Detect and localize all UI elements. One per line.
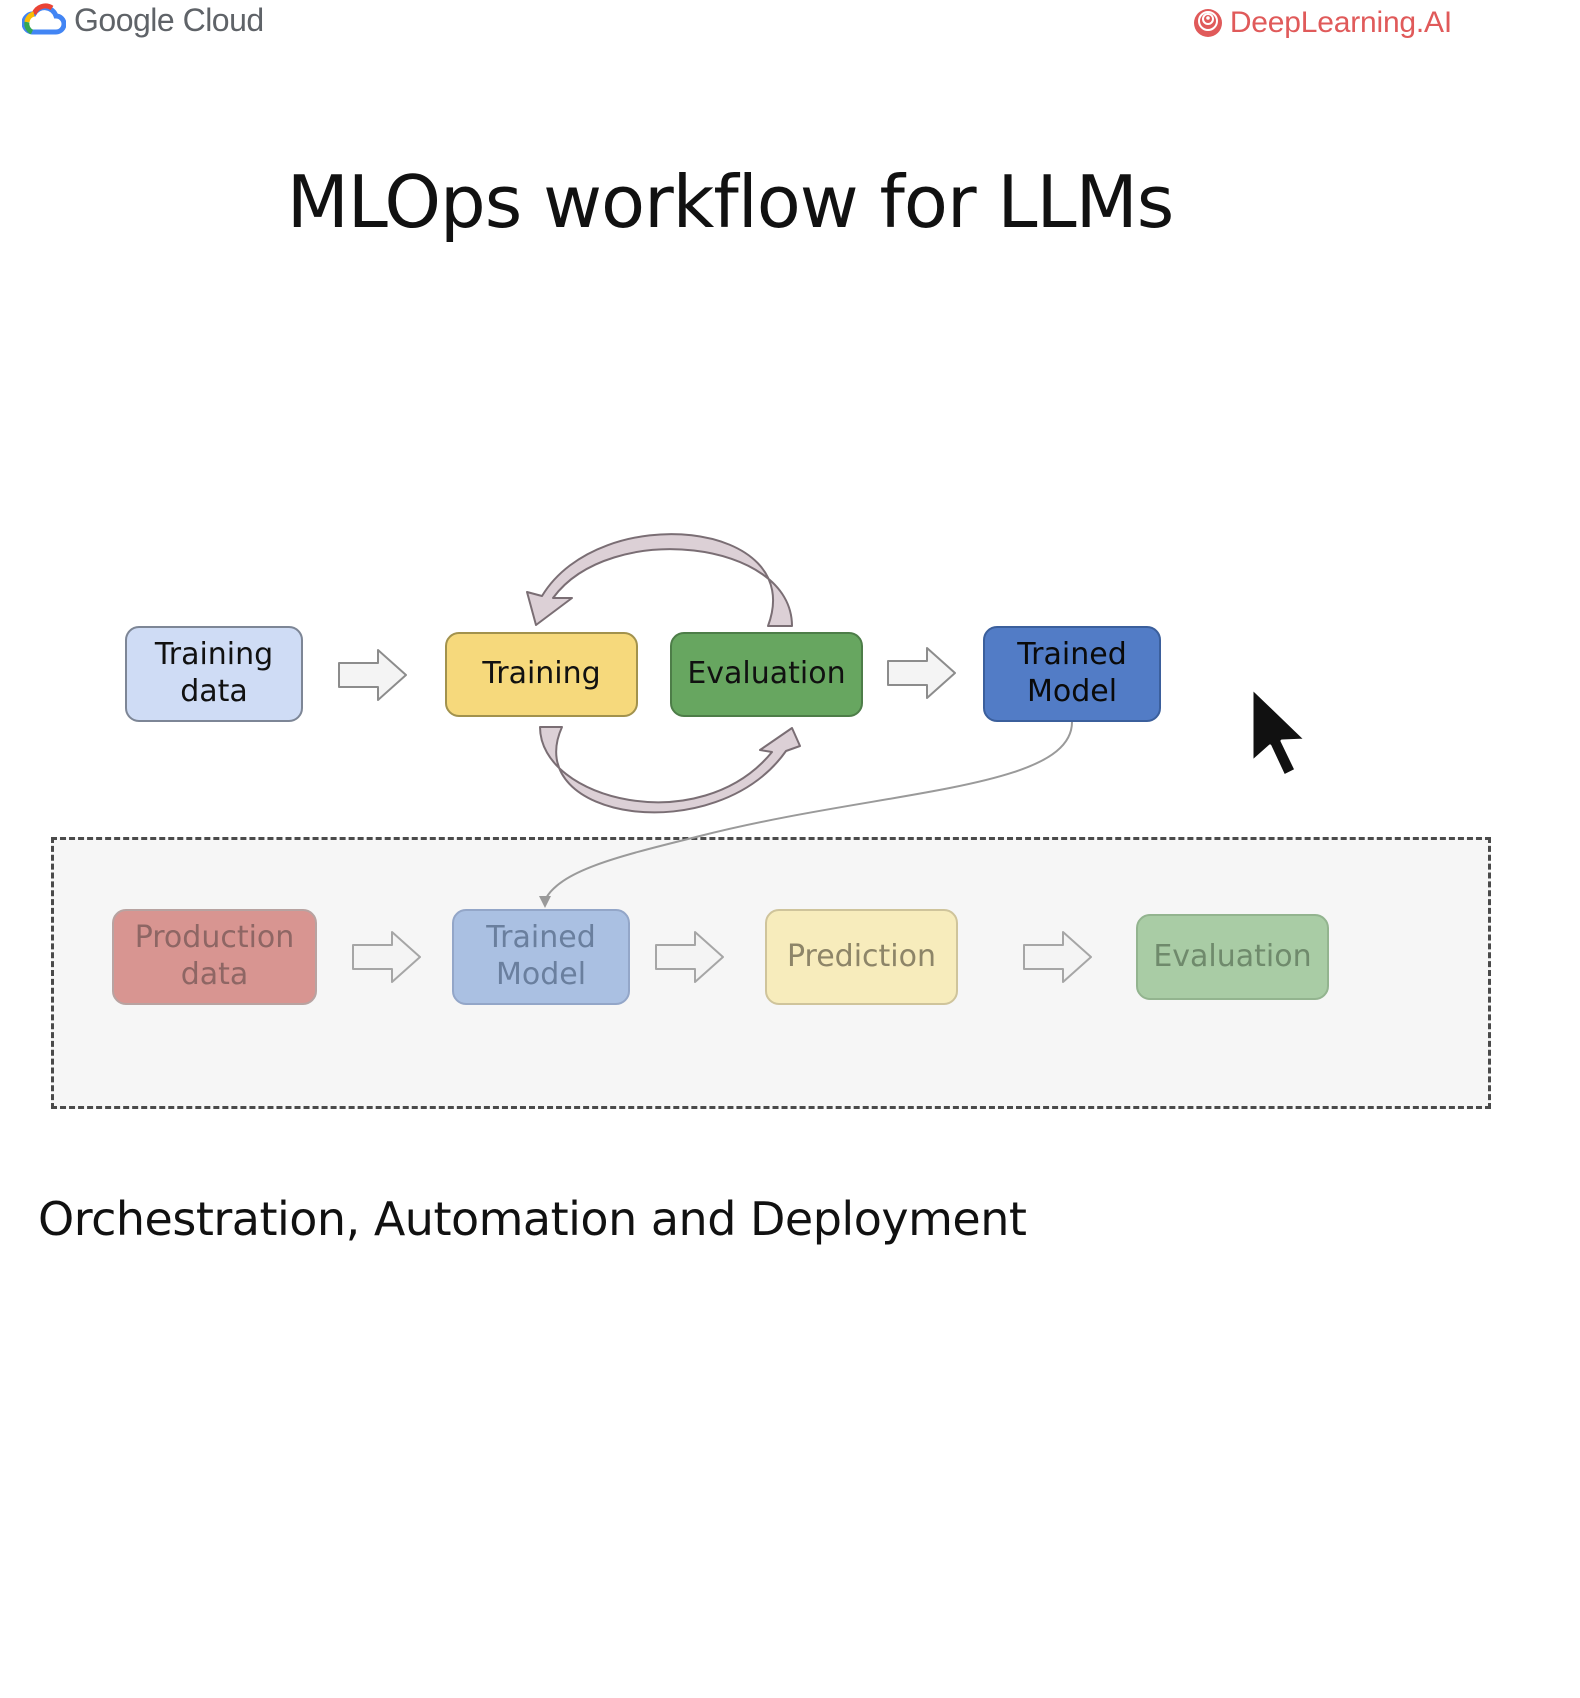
loop-arrow-top <box>526 533 793 627</box>
deeplearning-ai-logo: DeepLearning.AI <box>1192 6 1452 40</box>
production-evaluation-box: Evaluation <box>1136 914 1329 1000</box>
evaluation-box: Evaluation <box>670 632 863 717</box>
deployed-trained-model-box: Trained Model <box>452 909 630 1005</box>
mouse-pointer-icon <box>1250 686 1308 778</box>
deeplearning-ai-logo-text: DeepLearning.AI <box>1229 6 1452 39</box>
arrow-training-data-to-training <box>338 649 407 701</box>
arrow-evaluation-to-trained-model <box>887 647 956 699</box>
google-cloud-logo: Google Cloud <box>22 0 264 40</box>
google-cloud-logo-text: Google Cloud <box>74 1 264 38</box>
training-data-box: Training data <box>125 626 303 722</box>
training-box: Training <box>445 632 638 717</box>
google-cloud-logo-icon <box>22 3 66 35</box>
deeplearning-ai-logo-icon <box>1193 9 1222 37</box>
production-data-box: Production data <box>112 909 317 1005</box>
slide-title: MLOps workflow for LLMs <box>286 160 1175 244</box>
trained-model-box: Trained Model <box>983 626 1161 722</box>
prediction-box: Prediction <box>765 909 958 1005</box>
loop-arrow-bottom <box>539 726 801 814</box>
orchestration-caption: Orchestration, Automation and Deployment <box>38 1192 1027 1246</box>
